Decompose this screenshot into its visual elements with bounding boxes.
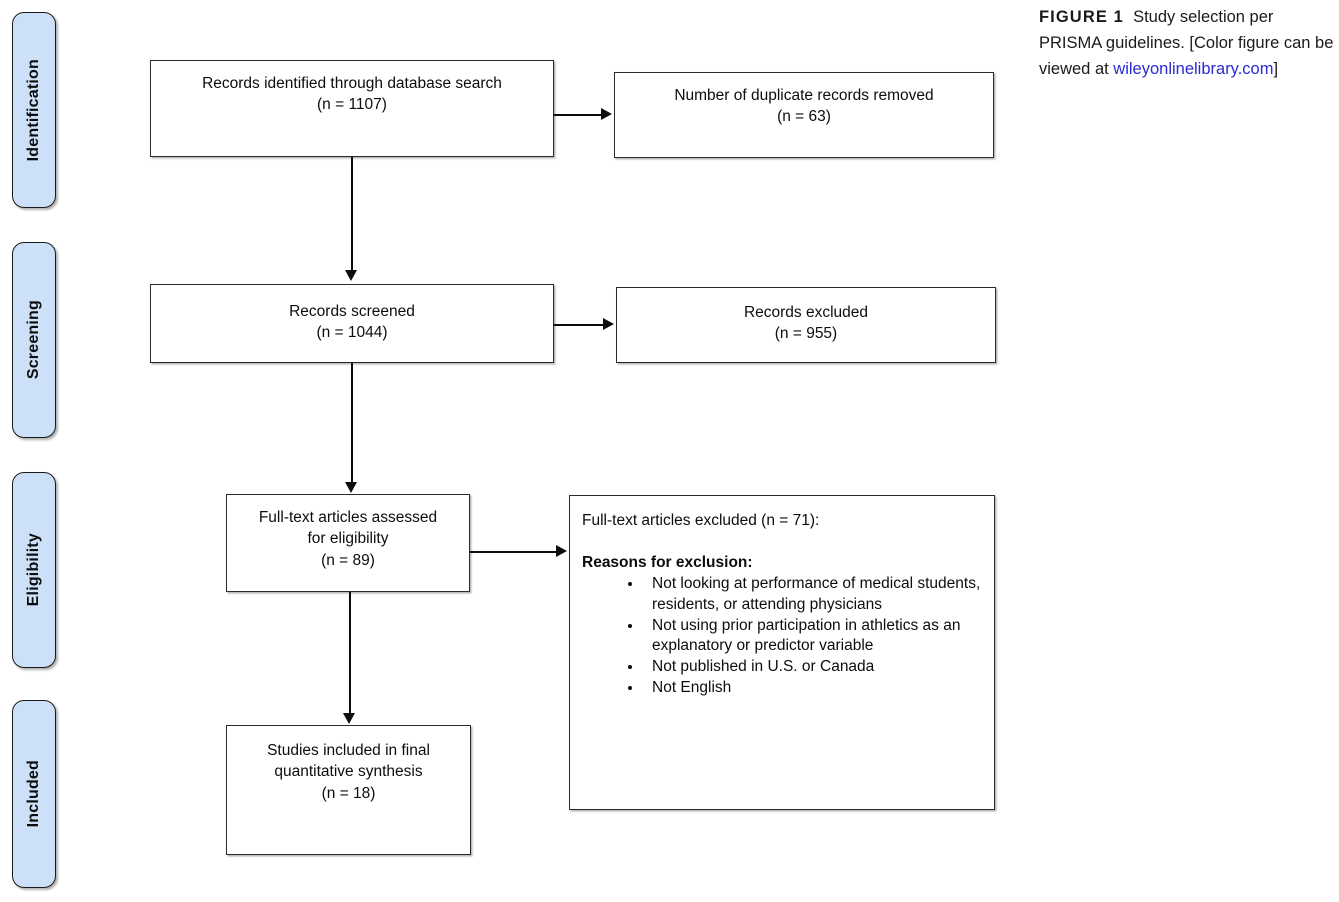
box-studies-included-line1: Studies included in final (267, 742, 430, 759)
box-records-screened: Records screened (n = 1044) (150, 284, 554, 363)
box-duplicates-removed-line1: Number of duplicate records removed (674, 87, 934, 104)
stage-label-screening: Screening (25, 300, 42, 380)
connector-fulltext-to-included (349, 592, 351, 714)
figure-caption-tail: ] (1273, 60, 1279, 79)
exclusion-reason-text: Not published in U.S. or Canada (652, 657, 875, 675)
box-duplicates-removed-line2: (n = 63) (777, 108, 831, 126)
exclusion-reason-item: Not using prior participation in athleti… (582, 616, 984, 656)
arrowhead-screened-to-excluded (603, 318, 614, 330)
box-records-screened-line1: Records screened (289, 303, 415, 320)
bullet-icon (628, 664, 632, 669)
stage-pill-screening: Screening (12, 242, 56, 438)
box-fulltext-assessed-line1: Full-text articles assessed (258, 509, 438, 526)
box-fulltext-assessed-line2: for eligibility (307, 530, 389, 548)
figure-caption: FIGURE 1 Study selection per PRISMA guid… (1039, 4, 1335, 82)
box-studies-included-line3: (n = 18) (321, 784, 376, 802)
stage-label-included: Included (25, 760, 42, 828)
connector-screened-to-excluded (554, 324, 604, 326)
box-records-identified: Records identified through database sear… (150, 60, 554, 157)
arrowhead-fulltext-to-included (343, 713, 355, 724)
box-records-excluded-line1: Records excluded (743, 304, 869, 321)
box-studies-included: Studies included in final quantitative s… (226, 725, 471, 855)
bullet-icon (628, 623, 632, 628)
box-fulltext-assessed: Full-text articles assessed for eligibil… (226, 494, 470, 592)
exclusion-reason-item: Not English (582, 678, 984, 698)
connector-identified-to-duplicates (554, 114, 602, 116)
arrowhead-identified-to-duplicates (601, 108, 612, 120)
box-records-identified-line2: (n = 1107) (317, 96, 387, 114)
exclusion-reason-item: Not looking at performance of medical st… (582, 574, 984, 614)
box-fulltext-assessed-line3: (n = 89) (321, 551, 375, 569)
box-studies-included-line2: quantitative synthesis (274, 763, 423, 781)
fulltext-excluded-subheading: Reasons for exclusion: (582, 553, 753, 571)
box-records-identified-line1: Records identified through database sear… (202, 75, 502, 92)
connector-fulltext-to-reasons (470, 551, 558, 553)
stage-pill-identification: Identification (12, 12, 56, 208)
figure-caption-label: FIGURE 1 (1039, 8, 1124, 26)
bullet-icon (628, 686, 632, 691)
arrowhead-screened-to-fulltext (345, 482, 357, 493)
arrowhead-identified-to-screened (345, 270, 357, 281)
figure-caption-link[interactable]: wileyonlinelibrary.com (1113, 60, 1274, 79)
stage-pill-included: Included (12, 700, 56, 888)
connector-identified-to-screened (351, 157, 353, 271)
box-records-excluded-line2: (n = 955) (774, 325, 838, 343)
exclusion-reason-text: Not English (652, 679, 732, 697)
box-duplicates-removed: Number of duplicate records removed (n =… (614, 72, 994, 158)
exclusion-reason-text: Not using prior participation in athleti… (652, 616, 961, 654)
figure-caption-text: Study selection per PRISMA guidelines. [… (1039, 8, 1334, 79)
box-records-screened-line2: (n = 1044) (316, 324, 388, 342)
stage-pill-eligibility: Eligibility (12, 472, 56, 668)
stage-label-eligibility: Eligibility (25, 533, 42, 607)
fulltext-excluded-heading: Full-text articles excluded (n = 71): (582, 512, 820, 529)
bullet-icon (628, 582, 632, 587)
box-fulltext-excluded-reasons: Full-text articles excluded (n = 71): Re… (569, 495, 995, 810)
box-records-excluded: Records excluded (n = 955) (616, 287, 996, 363)
stage-label-identification: Identification (25, 58, 42, 162)
arrowhead-fulltext-to-reasons (556, 545, 567, 557)
figure-caption-spacer (1124, 8, 1133, 26)
exclusion-reasons-list: Not looking at performance of medical st… (582, 574, 984, 698)
exclusion-reason-item: Not published in U.S. or Canada (582, 657, 984, 677)
connector-screened-to-fulltext (351, 363, 353, 483)
exclusion-reason-text: Not looking at performance of medical st… (652, 575, 981, 613)
